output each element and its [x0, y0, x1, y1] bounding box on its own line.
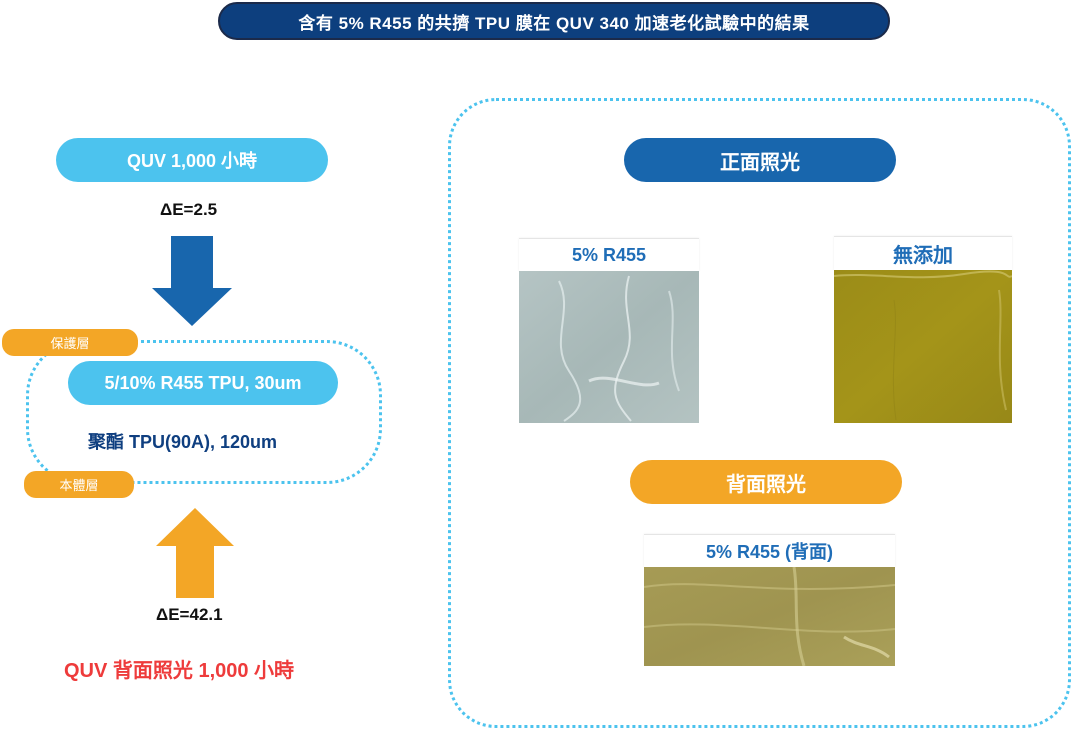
sample-card-r455-back: 5% R455 (背面) [644, 534, 895, 666]
sample-card-no-additive: 無添加 [834, 236, 1012, 423]
film-sample-r455-back-image [644, 567, 895, 666]
quv-front-label: QUV 1,000 小時 [56, 138, 328, 182]
sample-card-r455: 5% R455 [519, 238, 699, 423]
protective-layer-tag: 保護層 [2, 329, 138, 356]
up-arrow-icon [156, 508, 234, 598]
quv-back-label: QUV 背面照光 1,000 小時 [64, 660, 295, 682]
body-layer-tag: 本體層 [24, 471, 134, 498]
delta-e-top: ΔE=2.5 [160, 200, 218, 219]
sample-label-r455: 5% R455 [519, 238, 699, 271]
down-arrow-icon [152, 236, 232, 326]
back-light-label: 背面照光 [630, 460, 902, 504]
results-panel [448, 98, 1071, 728]
body-layer-label: 聚酯 TPU(90A), 120um [88, 432, 278, 452]
sample-label-no-additive: 無添加 [834, 236, 1012, 270]
film-sample-no-additive-image [834, 270, 1012, 423]
film-sample-r455-image [519, 271, 699, 423]
top-layer-label: 5/10% R455 TPU, 30um [68, 361, 338, 405]
sample-label-r455-back: 5% R455 (背面) [644, 534, 895, 567]
delta-e-bottom: ΔE=42.1 [156, 605, 223, 624]
front-light-label: 正面照光 [624, 138, 896, 182]
layer-structure-box [26, 340, 382, 484]
page-title: 含有 5% R455 的共擠 TPU 膜在 QUV 340 加速老化試驗中的結果 [218, 2, 890, 40]
